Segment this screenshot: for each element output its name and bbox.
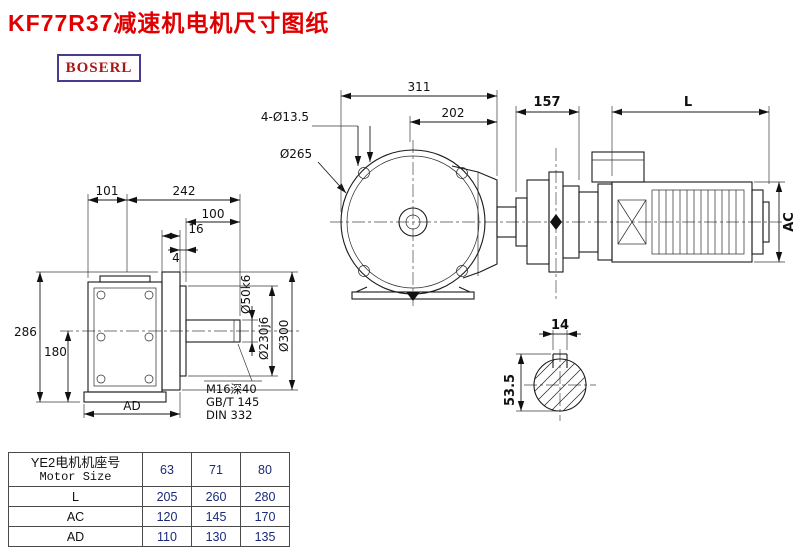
dim-AC-label: AC [782, 212, 797, 232]
shaft-section-circle [533, 358, 587, 412]
motor-size-label-cn: YE2电机机座号 [30, 455, 121, 470]
gearbox-face [93, 287, 157, 387]
row-L-label: L [8, 486, 143, 507]
row-AD-label: AD [8, 526, 143, 547]
motor-size-header-cell: YE2电机机座号 Motor Size [8, 452, 143, 487]
table-row: AC 120 145 170 [8, 506, 290, 527]
gearbox-top-cap [99, 275, 151, 283]
base-mark-icon [406, 292, 420, 301]
flange-hole-icon [456, 265, 468, 277]
flange-inner-circle [346, 155, 480, 289]
value-cell: 145 [191, 506, 241, 527]
bolt-icon [96, 332, 106, 342]
flange-hole-icon [358, 167, 370, 179]
size-80-cell: 80 [240, 452, 290, 487]
terminal-box [591, 151, 645, 183]
value-cell: 130 [191, 526, 241, 547]
tap-note-line3: DIN 332 [206, 408, 252, 422]
flange-hole-icon [456, 167, 468, 179]
dim-L-label: L [684, 95, 692, 110]
dim-311-label: 311 [408, 80, 431, 94]
value-cell: 135 [240, 526, 290, 547]
fin-block [651, 189, 745, 255]
output-shaft [185, 319, 241, 343]
value-cell: 170 [240, 506, 290, 527]
size-71-cell: 71 [191, 452, 241, 487]
bolt-icon [96, 290, 106, 300]
bolt-icon [144, 374, 154, 384]
tap-note-line1: M16深40 [206, 382, 257, 396]
value-cell: 110 [142, 526, 192, 547]
table-row: AD 110 130 135 [8, 526, 290, 547]
mounting-feet [83, 391, 167, 403]
value-cell: 280 [240, 486, 290, 507]
bolt-icon [144, 332, 154, 342]
dim-flange-dia-label: Ø300 [277, 320, 291, 352]
dim-flange-label: Ø265 [280, 147, 312, 161]
page-title: KF77R37减速机电机尺寸图纸 [8, 10, 330, 36]
bolt-icon [96, 374, 106, 384]
dim-4-label: 4 [172, 251, 180, 265]
hub-circle [398, 207, 428, 237]
flange-hole-icon [358, 265, 370, 277]
dim-180-label: 180 [44, 345, 67, 359]
dim-spigot-dia-label: Ø230j6 [257, 317, 271, 360]
shaft-section-view: 14 53.5 [503, 318, 596, 421]
cooling-fins [658, 190, 737, 254]
dim-101-label: 101 [96, 184, 119, 198]
motor-view: 157 L AC [496, 95, 797, 273]
motor-size-label-en: Motor Size [39, 470, 112, 484]
row-AC-label: AC [8, 506, 143, 527]
dim-202-label: 202 [442, 106, 465, 120]
dim-286-label: 286 [14, 325, 37, 339]
size-63-cell: 63 [142, 452, 192, 487]
dim-16-label: 16 [188, 222, 203, 236]
front-view: 4-Ø13.5 Ø265 311 202 [261, 80, 782, 306]
dim-key-width-label: 14 [551, 318, 569, 333]
tap-note-line2: GB/T 145 [206, 395, 259, 409]
brand-logo: BOSERL [57, 54, 141, 82]
dim-AD-label: AD [123, 399, 140, 413]
value-cell: 260 [191, 486, 241, 507]
side-view: 101 242 100 16 4 286 180 AD [14, 184, 300, 422]
flange-center-mark-icon [550, 214, 562, 230]
dim-242-label: 242 [173, 184, 196, 198]
table-header-row: YE2电机机座号 Motor Size 63 71 80 [8, 452, 290, 487]
dim-key-height-label: 53.5 [503, 374, 518, 406]
dim-157-label: 157 [533, 95, 560, 110]
dim-shaft-dia-label: Ø50k6 [239, 275, 253, 314]
bore-circle [405, 214, 421, 230]
table-row: L 205 260 280 [8, 486, 290, 507]
motor-size-table: YE2电机机座号 Motor Size 63 71 80 L 205 260 2… [8, 452, 290, 547]
dim-100-label: 100 [202, 207, 225, 221]
value-cell: 120 [142, 506, 192, 527]
bolt-icon [144, 290, 154, 300]
dim-holes-label: 4-Ø13.5 [261, 110, 309, 124]
value-cell: 205 [142, 486, 192, 507]
